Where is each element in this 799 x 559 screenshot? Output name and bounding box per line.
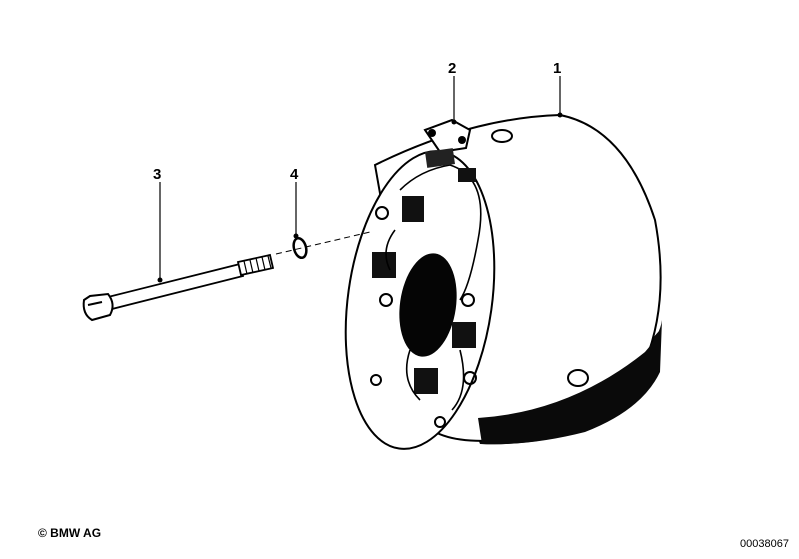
center-bore	[399, 253, 457, 357]
bolt-thread	[236, 253, 275, 277]
leader-dot-2	[451, 119, 457, 125]
housing-dark-band	[478, 320, 662, 445]
brush-holder-top	[402, 196, 424, 222]
diagram-number: 00038067	[740, 538, 789, 550]
terminal-screw	[370, 374, 382, 386]
sensor-bracket	[423, 118, 472, 154]
sensor-screw	[428, 129, 436, 137]
part-3-bolt[interactable]	[82, 253, 275, 322]
part-4-washer[interactable]	[292, 236, 309, 260]
washer-ring	[292, 236, 308, 260]
leader-dot-1	[557, 112, 563, 118]
sensor-tab	[425, 148, 455, 168]
brush-holder-bottom	[414, 368, 438, 394]
bolt-head-slot	[87, 301, 103, 306]
leader-dot-3	[157, 277, 163, 283]
callout-4[interactable]: 4	[290, 166, 299, 183]
sensor-terminal	[458, 168, 476, 182]
terminal-screw	[375, 206, 389, 220]
leader-dot-4	[293, 233, 299, 239]
callout-2[interactable]: 2	[448, 60, 456, 77]
terminal-screw	[434, 416, 446, 428]
callout-3[interactable]: 3	[153, 166, 161, 183]
brush-holder-right	[452, 322, 476, 348]
wiring	[385, 164, 482, 411]
terminal-screw	[461, 293, 475, 307]
terminal-screw	[379, 293, 393, 307]
side-screw	[567, 369, 589, 387]
part-2-sensor-clip[interactable]	[423, 118, 476, 182]
bolt-shank	[102, 262, 245, 312]
sensor-screw	[458, 136, 466, 144]
part-1-housing[interactable]	[328, 113, 662, 459]
copyright-label: © BMW AG	[38, 526, 102, 540]
assembly-axis	[275, 231, 371, 255]
brush-holder-left	[372, 252, 396, 278]
bolt-head	[82, 292, 114, 322]
bolt-thread-lines	[243, 255, 272, 275]
callout-1[interactable]: 1	[553, 60, 561, 77]
top-nut	[491, 129, 513, 143]
